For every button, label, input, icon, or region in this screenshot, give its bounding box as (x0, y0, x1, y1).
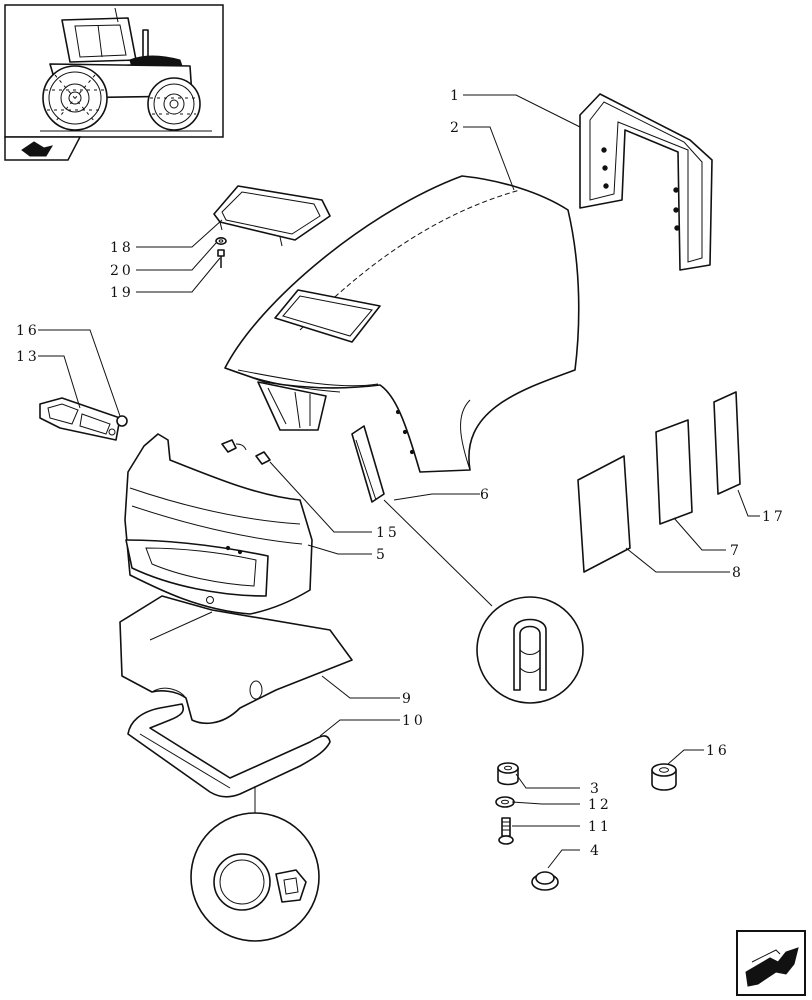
callout-labels: 1 2 18 20 19 16 13 15 5 6 17 7 8 9 10 16… (16, 88, 786, 859)
next-arrow-icon[interactable] (736, 930, 806, 996)
callout-15: 15 (376, 525, 400, 541)
part-16-bushing (651, 763, 677, 791)
callout-17: 17 (762, 509, 786, 525)
callout-16-upper: 16 (16, 323, 40, 339)
part-16-nut-small (116, 415, 128, 427)
back-arrow-icon[interactable] (4, 136, 82, 161)
callout-8: 8 (732, 565, 744, 581)
callout-10: 10 (402, 713, 426, 729)
part-18-top-cover (213, 185, 331, 247)
callout-11: 11 (588, 819, 612, 835)
part-6-seal-strip (351, 425, 385, 503)
part-20-washer (215, 237, 227, 246)
part-9-bottom-cover (119, 595, 353, 725)
callout-18: 18 (110, 240, 134, 256)
detail-circle-seal-profile (190, 812, 320, 942)
part-10-seal (127, 703, 331, 798)
part-12-washer (495, 796, 515, 808)
part-8-decal-panel (577, 455, 631, 573)
part-15-clips (221, 439, 271, 465)
callout-13: 13 (16, 349, 40, 365)
part-7-decal-panel (655, 419, 693, 525)
callout-12: 12 (588, 797, 612, 813)
tractor-locator-thumbnail (4, 4, 224, 138)
part-2-hood (224, 175, 580, 473)
detail-circle-seal-clip (476, 596, 584, 704)
callout-20: 20 (110, 263, 134, 279)
leader-lines (38, 94, 760, 869)
callout-9: 9 (402, 691, 414, 707)
part-17-decal-panel (713, 391, 741, 495)
callout-4: 4 (590, 843, 602, 859)
callout-3: 3 (590, 781, 602, 797)
callout-19: 19 (110, 285, 134, 301)
callout-2: 2 (450, 120, 462, 136)
part-11-bolt (498, 817, 514, 845)
part-13-side-light (39, 397, 121, 441)
part-4-grommet (531, 871, 559, 891)
callout-16-lower: 16 (706, 743, 730, 759)
part-3-spacer (497, 762, 519, 786)
part-5-front-grille-frame (124, 433, 313, 615)
callout-5: 5 (376, 547, 388, 563)
callout-6: 6 (480, 487, 492, 503)
part-19-screw (217, 249, 225, 268)
part-1-rear-frame (579, 93, 713, 271)
callout-1: 1 (450, 88, 462, 104)
callout-7: 7 (730, 543, 742, 559)
